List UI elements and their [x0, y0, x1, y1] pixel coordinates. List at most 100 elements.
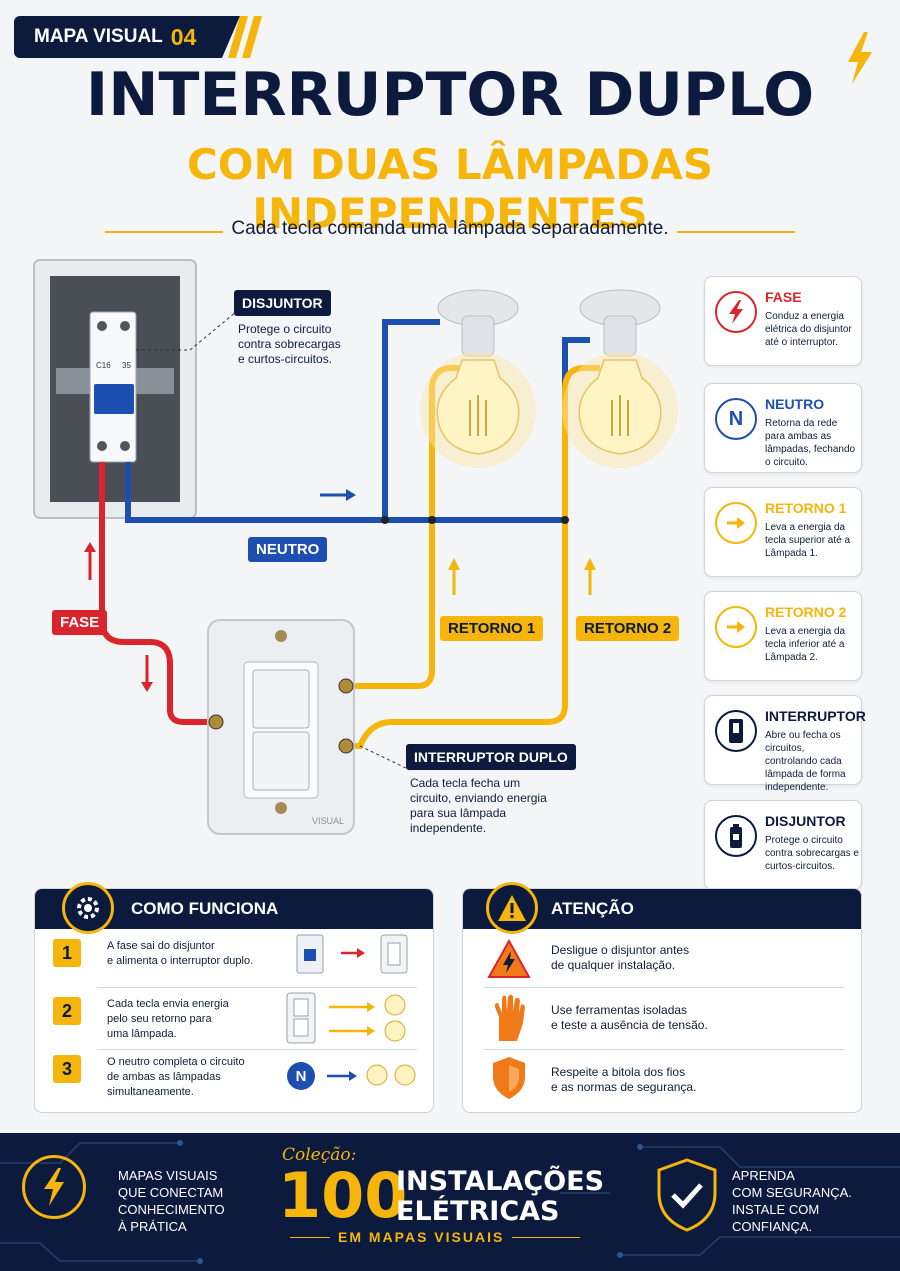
return1-wire	[350, 365, 470, 689]
return2-up-arrow	[584, 558, 596, 595]
subtitle-rule-right	[677, 231, 795, 233]
subtitle-rule-left	[105, 231, 223, 233]
step-line: uma lâmpada.	[107, 1028, 177, 1040]
step-text: Cada tecla envia energia pelo seu retorn…	[107, 997, 277, 1042]
legend-text: Leva a energia da tecla inferior até a L…	[765, 626, 846, 663]
footer-right-line: INSTALE COM	[732, 1202, 820, 1217]
lamp-2	[562, 289, 678, 468]
breaker-callout-line: contra sobrecargas	[238, 337, 341, 351]
breaker-mark-code: 35	[122, 361, 131, 370]
step-line: pelo seu retorno para	[107, 1013, 212, 1025]
collection-sub: EM MAPAS VISUAIS	[330, 1229, 513, 1245]
legend-card-breaker: DISJUNTOR Protege o circuito contra sobr…	[704, 800, 862, 890]
how-it-works-panel: COMO FUNCIONA 1 A fase sai do disjuntor …	[34, 888, 434, 1113]
attention-line: Desligue o disjuntor antes	[551, 943, 690, 957]
switch-brand-text: VISUAL	[312, 816, 344, 826]
gear-icon	[62, 882, 114, 934]
tag-stripes	[228, 16, 262, 58]
legend-text: Conduz a energia elétrica do disjuntor a…	[765, 311, 852, 348]
footer-left-text: MAPAS VISUAIS QUE CONECTAM CONHECIMENTO …	[118, 1167, 225, 1235]
step-text: O neutro completa o circuito de ambas as…	[107, 1055, 277, 1100]
neutral-wire-lamp1	[382, 319, 440, 520]
step-line: simultaneamente.	[107, 1086, 194, 1098]
switch-callout-text: Cada tecla fecha um circuito, enviando e…	[410, 776, 547, 836]
page-title: INTERRUPTOR DUPLO	[85, 60, 815, 130]
step-line: de ambas as lâmpadas	[107, 1071, 221, 1083]
switch-callout-line: independente.	[410, 821, 487, 835]
breaker-box: C16 35	[33, 259, 197, 519]
legend-title: DISJUNTOR	[765, 813, 846, 829]
legend-title: RETORNO 2	[765, 604, 847, 620]
breaker-leader	[136, 311, 237, 351]
footer-banner: MAPAS VISUAIS QUE CONECTAM CONHECIMENTO …	[0, 1133, 900, 1271]
step-line: A fase sai do disjuntor	[107, 940, 215, 952]
step-text: A fase sai do disjuntor e alimenta o int…	[107, 939, 277, 969]
map-tag: MAPA VISUAL 04	[14, 16, 240, 58]
phase-wire	[99, 462, 212, 725]
page-tagline: Cada tecla comanda uma lâmpada separadam…	[231, 218, 669, 239]
legend-text: Leva a energia da tecla superior até a L…	[765, 522, 851, 559]
switch-leader	[359, 745, 411, 771]
legend-card-return2: RETORNO 2 Leva a energia da tecla inferi…	[704, 591, 862, 681]
attention-line: Respeite a bitola dos fios	[551, 1065, 686, 1079]
step-divider	[97, 987, 417, 988]
return2-wire	[350, 365, 600, 749]
breaker-mark-rating: C16	[96, 361, 111, 370]
step-line: O neutro completa o circuito	[107, 1056, 245, 1068]
attention-line: Use ferramentas isoladas	[551, 1003, 688, 1017]
return1-up-arrow	[448, 558, 460, 595]
step3-illustration	[327, 1064, 416, 1086]
legend-title: FASE	[765, 289, 802, 305]
collection-label: Coleção:	[282, 1145, 357, 1165]
neutral-n-icon: N	[287, 1062, 315, 1090]
legend-text: Retorna da rede para ambas as lâmpadas, …	[765, 418, 856, 468]
legend-title: INTERRUPTOR	[765, 708, 866, 724]
step-number: 2	[53, 997, 81, 1025]
footer-right-line: APRENDA	[732, 1168, 795, 1183]
breaker-callout-line: Protege o circuito	[238, 322, 332, 336]
legend-card-switch: INTERRUPTOR Abre ou fecha os circuitos, …	[704, 695, 866, 793]
legend-card-neutral: N NEUTRO Retorna da rede para ambas as l…	[704, 383, 862, 473]
neutral-flow-arrow	[320, 489, 356, 501]
step2-illustration	[286, 992, 406, 1044]
double-switch: VISUAL	[207, 619, 355, 835]
footer-right-text: APRENDA COM SEGURANÇA. INSTALE COM CONFI…	[732, 1167, 852, 1235]
page-subtitle-highlight: COM DUAS LÂMPADAS INDEPENDENTES	[186, 140, 714, 238]
step-line: e alimenta o interruptor duplo.	[107, 955, 254, 967]
legend-card-phase: FASE Conduz a energia elétrica do disjun…	[704, 276, 862, 366]
legend-title: NEUTRO	[765, 396, 825, 412]
phase-label: FASE	[52, 610, 108, 635]
step-line: Cada tecla envia energia	[107, 998, 229, 1010]
attention-text: Respeite a bitola dos fios e as normas d…	[551, 1065, 851, 1095]
junction-dot	[381, 516, 389, 524]
legend-card-return1: RETORNO 1 Leva a energia da tecla superi…	[704, 487, 862, 577]
junction-dot	[561, 516, 569, 524]
footer-right-line: COM SEGURANÇA.	[732, 1185, 852, 1200]
footer-left-line: CONHECIMENTO	[118, 1202, 225, 1217]
legend-title: RETORNO 1	[765, 500, 847, 516]
lamp-1	[420, 289, 536, 468]
neutral-label: NEUTRO	[248, 537, 328, 562]
collection-line2: ELÉTRICAS	[396, 1196, 560, 1227]
attention-divider	[483, 1049, 845, 1050]
legend-text: Protege o circuito contra sobrecargas e …	[765, 835, 859, 872]
step-divider	[97, 1049, 417, 1050]
arrow-right-icon	[715, 606, 757, 648]
switch-callout-label: INTERRUPTOR DUPLO	[406, 744, 576, 770]
legend-text: Abre ou fecha os circuitos, controlando …	[765, 730, 846, 793]
footer-left-line: QUE CONECTAM	[118, 1185, 224, 1200]
switch-key-bottom	[252, 731, 310, 791]
arrow-right-icon	[715, 502, 757, 544]
breaker-icon	[715, 815, 757, 857]
switch-key-top	[252, 669, 310, 729]
shield-icon	[493, 1057, 525, 1099]
warning-badge-icon	[486, 882, 538, 934]
attention-divider	[483, 987, 845, 988]
breaker-callout-text: Protege o circuito contra sobrecargas e …	[238, 322, 341, 367]
footer-right-line: CONFIANÇA.	[732, 1219, 813, 1234]
switch-callout-line: Cada tecla fecha um	[410, 776, 521, 790]
switch-callout-line: para sua lâmpada	[410, 806, 507, 820]
attention-line: e as normas de segurança.	[551, 1080, 697, 1094]
attention-text: Use ferramentas isoladas e teste a ausên…	[551, 1003, 851, 1033]
map-tag-label: MAPA VISUAL	[34, 26, 163, 47]
